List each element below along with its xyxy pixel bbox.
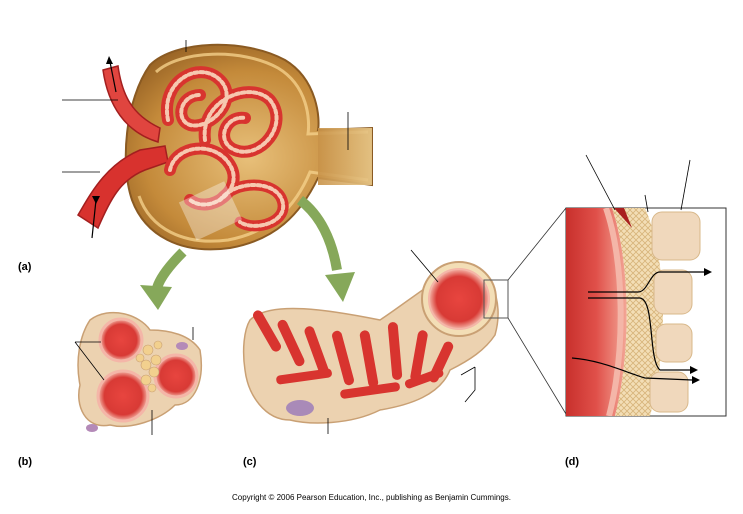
zoom-arrows	[140, 196, 355, 310]
green-arrow-to-b	[152, 248, 187, 290]
efferent-arteriole	[102, 65, 161, 143]
panel-b-illustration	[74, 311, 202, 435]
afferent-arteriole	[76, 145, 169, 230]
panel-d-illustration	[565, 154, 727, 417]
capillary-b2	[96, 369, 150, 423]
copyright-notice: Copyright © 2006 Pearson Education, Inc.…	[232, 493, 511, 502]
filtration-arrow-2	[588, 297, 690, 371]
capillary-b3	[153, 353, 199, 399]
capillary-b1	[98, 317, 144, 363]
panel-a-illustration	[62, 40, 373, 251]
panel-label-b: (b)	[18, 456, 33, 468]
panel-c-illustration	[242, 207, 567, 434]
panel-label-a: (a)	[18, 261, 32, 273]
filtration-arrow-3	[571, 357, 693, 381]
green-arrow-to-c	[296, 196, 342, 271]
filtration-arrow-1	[588, 271, 704, 293]
panel-label-c: (c)	[243, 456, 257, 468]
renal-tubule	[318, 128, 372, 185]
magnify-box	[483, 279, 509, 319]
panel-label-d: (d)	[565, 456, 580, 468]
glomerulus	[160, 66, 289, 232]
